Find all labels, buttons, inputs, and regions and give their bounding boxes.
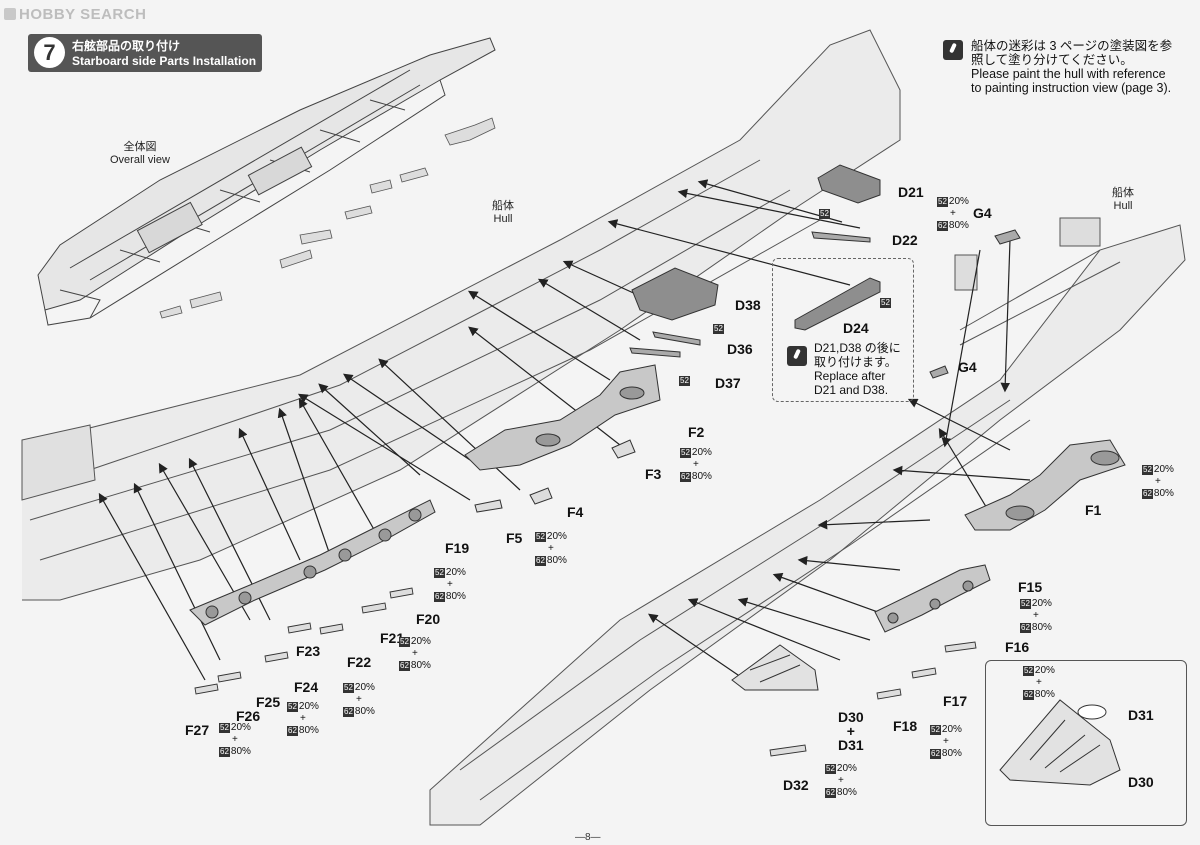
part-label-f24: F24 bbox=[294, 679, 319, 695]
part-d38 bbox=[629, 267, 719, 358]
step-title-en: Starboard side Parts Installation bbox=[72, 54, 257, 68]
part-d30 bbox=[731, 644, 1121, 786]
part-f15 bbox=[874, 564, 991, 633]
part-label-f4: F4 bbox=[567, 504, 584, 520]
part-label-f1: F1 bbox=[1085, 502, 1102, 518]
part-label-f2: F2 bbox=[688, 424, 705, 440]
overall-view-label: 全体図 Overall view bbox=[110, 141, 170, 166]
part-label-f25: F25 bbox=[256, 694, 281, 710]
paint-note: 船体の迷彩は 3 ページの塗装図を参 照して塗り分けてください。 Please … bbox=[971, 39, 1173, 95]
hull-label-right: 船体 Hull bbox=[1112, 187, 1134, 212]
small-parts bbox=[194, 587, 977, 757]
d30-d31-inset bbox=[985, 660, 1187, 826]
part-label-d38: D38 bbox=[735, 297, 761, 313]
part-f2 bbox=[464, 364, 661, 513]
part-label-g4-mid: G4 bbox=[958, 359, 977, 375]
part-label-f26: F26 bbox=[236, 708, 261, 724]
part-label-d22: D22 bbox=[892, 232, 918, 248]
part-g4 bbox=[929, 229, 1021, 379]
part-label-d30-d31: D30 + D31 bbox=[838, 709, 864, 753]
part-label-f23: F23 bbox=[296, 643, 321, 659]
part-label-f16: F16 bbox=[1005, 639, 1030, 655]
part-label-f21: F21 bbox=[380, 630, 405, 646]
logo-icon bbox=[4, 8, 16, 20]
part-label-d30-inset: D30 bbox=[1128, 774, 1154, 790]
part-d24 bbox=[794, 277, 881, 331]
right-hull bbox=[429, 217, 1186, 826]
part-label-f17: F17 bbox=[943, 693, 968, 709]
paint-code-d36: 52 bbox=[713, 324, 724, 334]
attach-note: D21,D38 の後に 取り付けます。 Replace after D21 an… bbox=[814, 341, 901, 397]
paint-code-d21: 52 bbox=[819, 209, 830, 219]
part-label-f18: F18 bbox=[893, 718, 918, 734]
paint-note-icon bbox=[943, 40, 963, 65]
part-f1 bbox=[964, 439, 1126, 531]
d24-inset bbox=[772, 258, 914, 402]
part-label-f5: F5 bbox=[506, 530, 523, 546]
part-label-d21: D21 bbox=[898, 184, 924, 200]
part-label-d32: D32 bbox=[783, 777, 809, 793]
part-label-f20: F20 bbox=[416, 611, 441, 627]
part-label-g4-top: G4 bbox=[973, 205, 992, 221]
part-d21 bbox=[811, 164, 881, 243]
part-f19 bbox=[189, 499, 436, 626]
part-label-d36: D36 bbox=[727, 341, 753, 357]
part-label-d37: D37 bbox=[715, 375, 741, 391]
part-label-d31-inset: D31 bbox=[1128, 707, 1154, 723]
part-label-d24: D24 bbox=[843, 320, 869, 336]
overall-view-ship bbox=[37, 37, 496, 326]
part-label-f15: F15 bbox=[1018, 579, 1043, 595]
part-label-f3: F3 bbox=[645, 466, 662, 482]
part-label-f27: F27 bbox=[185, 722, 210, 738]
attach-note-icon bbox=[787, 346, 807, 371]
paint-code-d24: 52 bbox=[880, 298, 891, 308]
watermark: HOBBY SEARCH bbox=[4, 6, 146, 23]
step-header: 7 右舷部品の取り付け Starboard side Parts Install… bbox=[28, 34, 262, 72]
step-number: 7 bbox=[34, 37, 65, 68]
page-number: —8— bbox=[575, 832, 601, 843]
main-hull bbox=[21, 29, 901, 601]
paint-code-d37: 52 bbox=[679, 376, 690, 386]
hull-label: 船体 Hull bbox=[492, 200, 514, 225]
step-title-jp: 右舷部品の取り付け bbox=[72, 39, 181, 53]
part-label-f22: F22 bbox=[347, 654, 372, 670]
part-label-f19: F19 bbox=[445, 540, 470, 556]
